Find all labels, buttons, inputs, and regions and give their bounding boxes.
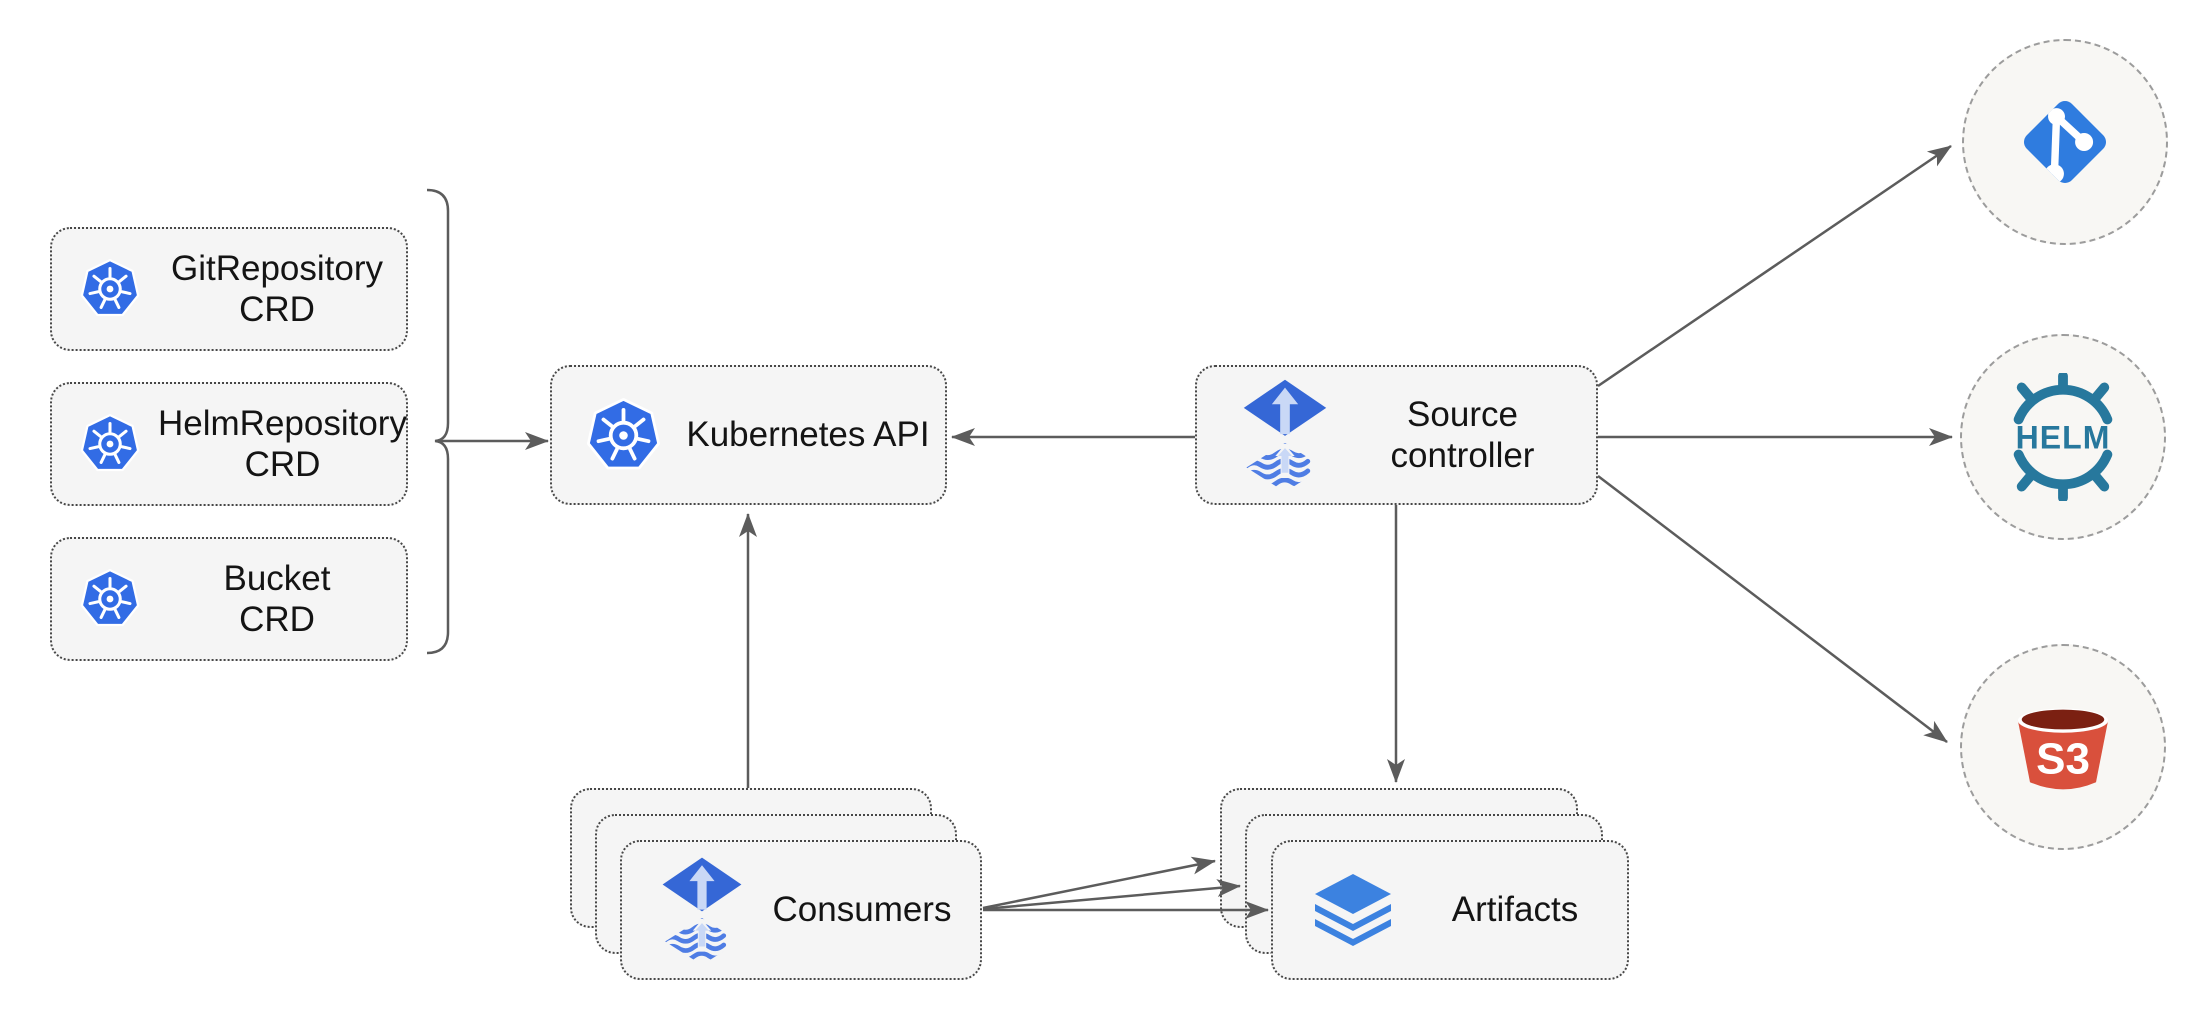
node-label-line2: CRD bbox=[244, 445, 321, 484]
helm-icon: HELM bbox=[1999, 373, 2127, 501]
helm-label: HELM bbox=[2016, 419, 2111, 455]
circle-git-source bbox=[1962, 39, 2168, 245]
kubernetes-icon bbox=[72, 406, 148, 482]
s3-icon: S3 bbox=[2008, 692, 2118, 802]
arrow-source-controller-to-git bbox=[1597, 144, 1952, 388]
node-label-line2: CRD bbox=[239, 290, 315, 329]
crd-group-bracket bbox=[426, 188, 450, 655]
circle-s3-source: S3 bbox=[1960, 644, 2166, 850]
node-label: Artifacts bbox=[1403, 889, 1627, 930]
node-source-controller: Source controller bbox=[1195, 365, 1598, 505]
node-kubernetes-api: Kubernetes API bbox=[550, 365, 947, 505]
node-gitrepository-crd: GitRepository CRD bbox=[50, 227, 408, 351]
layers-icon bbox=[1303, 860, 1403, 960]
arrow-source-controller-to-s3 bbox=[1597, 475, 1948, 743]
node-bucket-crd: Bucket CRD bbox=[50, 537, 408, 661]
node-label: GitRepository CRD bbox=[148, 248, 406, 331]
node-label-line1: Source bbox=[1407, 394, 1518, 434]
flux-icon bbox=[660, 856, 744, 965]
node-label: Kubernetes API bbox=[671, 414, 945, 455]
node-label-text: Consumers bbox=[772, 890, 952, 930]
node-label: Bucket CRD bbox=[148, 558, 406, 641]
kubernetes-icon bbox=[72, 561, 148, 637]
node-label: Source controller bbox=[1329, 394, 1596, 477]
arrow-consumers-to-artifacts-back bbox=[982, 856, 1216, 910]
flux-icon bbox=[1241, 378, 1329, 492]
node-label-line1: HelmRepository bbox=[158, 403, 407, 443]
git-icon bbox=[2012, 89, 2118, 195]
node-label-line2: CRD bbox=[239, 600, 315, 639]
kubernetes-icon bbox=[576, 388, 671, 483]
node-helmrepository-crd: HelmRepository CRD bbox=[50, 382, 408, 506]
node-artifacts: Artifacts bbox=[1271, 840, 1629, 980]
node-label-text: Artifacts bbox=[1451, 890, 1579, 930]
arrow-consumers-to-artifacts-middle bbox=[982, 879, 1241, 911]
s3-label: S3 bbox=[2036, 734, 2090, 783]
node-label: Consumers bbox=[744, 889, 980, 930]
node-label: HelmRepository CRD bbox=[148, 403, 417, 486]
circle-helm-source: HELM bbox=[1960, 334, 2166, 540]
node-label-line2: controller bbox=[1390, 436, 1535, 475]
node-label-line1: GitRepository bbox=[170, 248, 384, 288]
kubernetes-icon bbox=[72, 251, 148, 327]
node-label-text: Kubernetes API bbox=[686, 415, 930, 455]
node-label-line1: Bucket bbox=[223, 558, 331, 598]
node-consumers: Consumers bbox=[620, 840, 982, 980]
